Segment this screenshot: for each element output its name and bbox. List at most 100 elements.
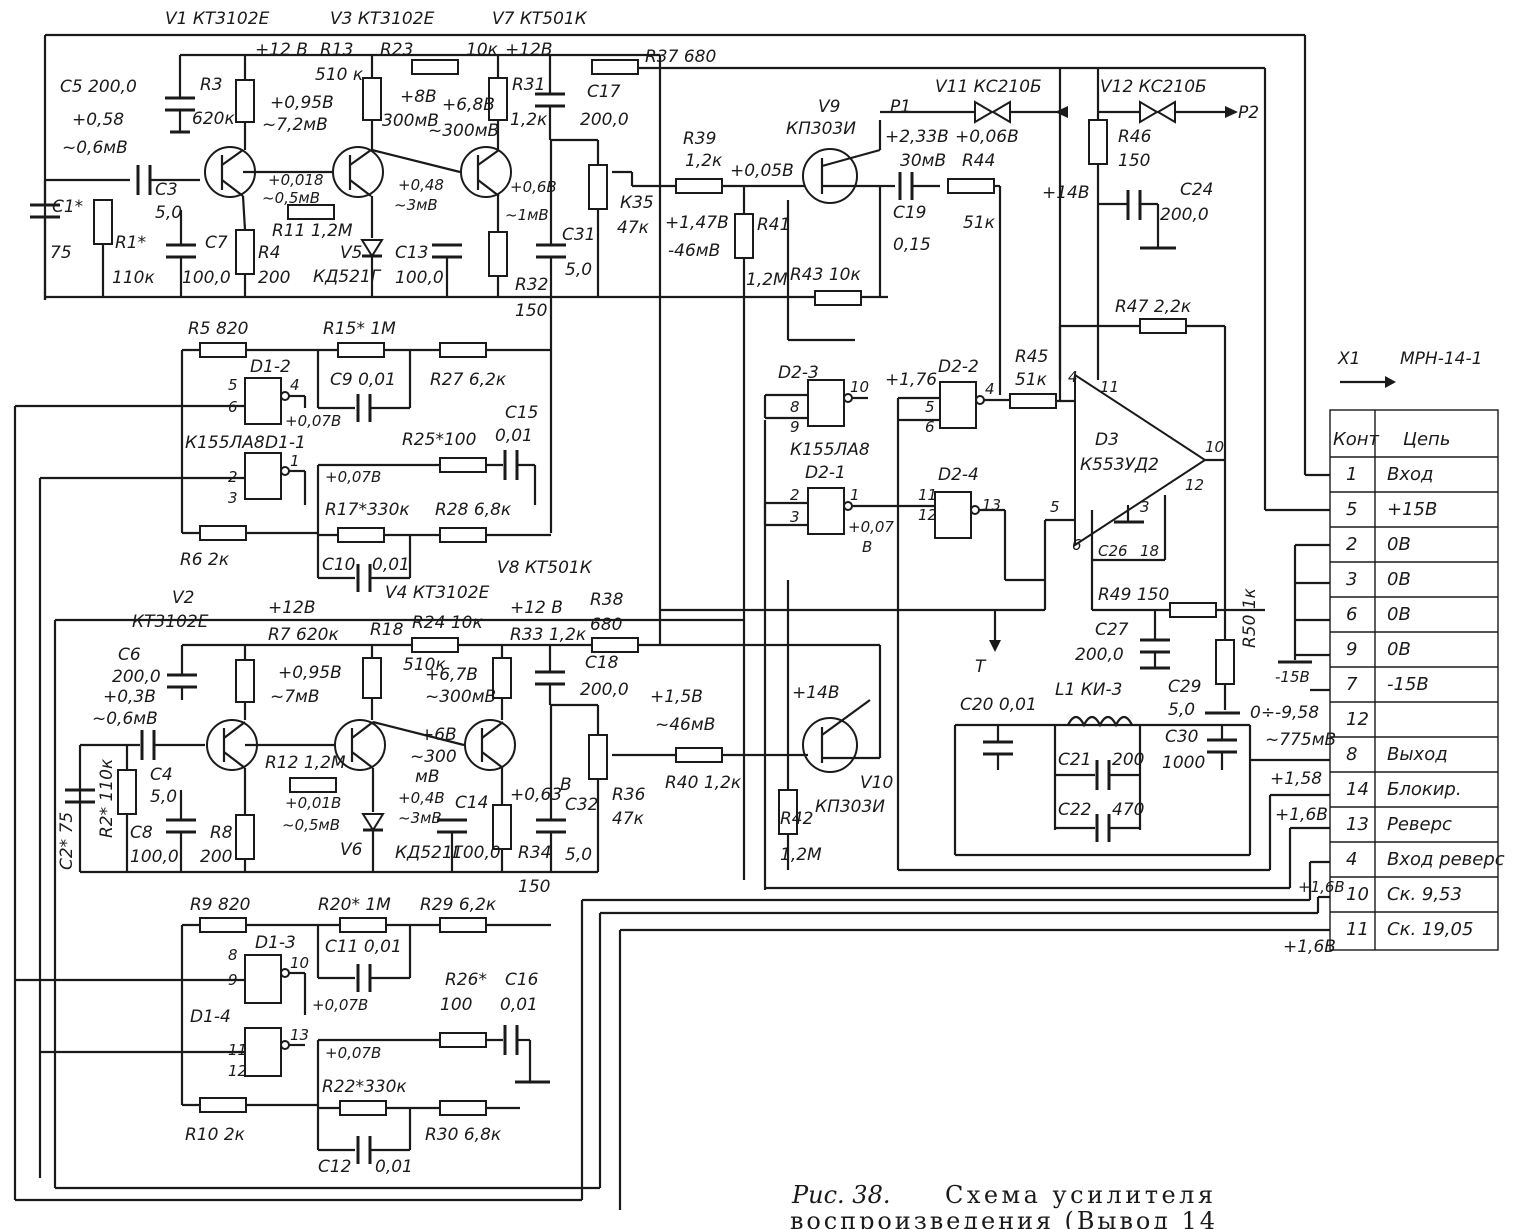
- label-l1: L1 КИ-3: [1055, 680, 1122, 700]
- label-v2-ac: ~7мВ: [270, 687, 320, 707]
- connector-net: Вход реверс: [1387, 849, 1505, 870]
- label-vin-ac: ~0,6мВ: [62, 138, 128, 158]
- label-r26-value: 100: [440, 995, 472, 1015]
- label-c29-value: 5,0: [1168, 700, 1195, 720]
- label-d1-4: D1-4: [190, 1007, 231, 1027]
- label-c18: C18: [585, 653, 619, 673]
- label-d2-1-out: +0,07: [848, 518, 894, 536]
- label-c22: C22: [1058, 800, 1092, 820]
- label-d2-4: D2-4: [938, 465, 979, 485]
- label-r10: R10 2к: [185, 1125, 246, 1145]
- label-d3-type: К553УД2: [1080, 455, 1159, 475]
- labels: V1 КТ3102Е V3 КТ3102Е V7 КТ501К V2 КТ310…: [50, 9, 1345, 1177]
- label-r47: R47 2,2к: [1115, 297, 1192, 317]
- label-c3: C3: [155, 180, 178, 200]
- bottom-channel: [15, 618, 1330, 1210]
- label-r46-value: 150: [1118, 151, 1150, 171]
- connector-pin: 2: [1346, 534, 1357, 555]
- connector-pin: 9: [1346, 639, 1357, 660]
- label-r28: R28 6,8к: [435, 500, 512, 520]
- label-c15: C15: [505, 403, 539, 423]
- label-v4: V4 КТ3102Е: [385, 583, 490, 603]
- label-r34-value: 150: [518, 877, 550, 897]
- label-r18: R18: [370, 620, 404, 640]
- label-r34: R34: [518, 843, 551, 863]
- label-v10-type: КП303И: [815, 797, 885, 817]
- top-channel: [30, 33, 1307, 645]
- svg-text:1: 1: [290, 452, 300, 470]
- label-vin2-ac: ~0,6мВ: [92, 709, 158, 729]
- svg-text:3: 3: [1140, 498, 1150, 516]
- svg-text:10: 10: [850, 378, 869, 396]
- label-r23-value: 10к: [466, 40, 499, 60]
- label-c32-value: 5,0: [565, 845, 592, 865]
- label-r2: R2* 110к: [97, 758, 117, 838]
- label-d1-1: D1-1: [265, 433, 306, 453]
- label-k35: К35: [620, 193, 654, 213]
- label-r36-value: 47к: [612, 809, 645, 829]
- connector-pin: 11: [1346, 919, 1369, 940]
- label-r41: R41: [757, 215, 790, 235]
- label-v11: V11 КС210Б: [935, 77, 1042, 97]
- label-output-range: 0÷-9,58: [1250, 703, 1319, 723]
- label-c6-value: 200,0: [112, 667, 161, 687]
- label-c14: C14: [455, 793, 489, 813]
- svg-text:13: 13: [290, 1026, 309, 1044]
- label-plus12-top: +12 В: [255, 40, 308, 60]
- label-d1-2: D1-2: [250, 357, 291, 377]
- label-k35-value: 47к: [617, 218, 650, 238]
- label-v5: V5: [340, 243, 362, 263]
- svg-text:12: 12: [228, 1062, 247, 1080]
- label-r5: R5 820: [188, 319, 248, 339]
- label-c24: C24: [1180, 180, 1214, 200]
- label-r50: R50 1к: [1240, 587, 1260, 648]
- label-d2-3: D2-3: [778, 363, 819, 383]
- label-c15-value: 0,01: [495, 426, 533, 446]
- connector-pin: 6: [1346, 604, 1357, 625]
- label-r37: R37 680: [645, 47, 716, 67]
- label-v8-ac: ~300: [410, 747, 457, 767]
- label-r6: R6 2к: [180, 550, 230, 570]
- label-blocking-voltage: +1,58: [1270, 769, 1322, 789]
- label-c8: C8: [130, 823, 153, 843]
- label-r12: R12 1,2М: [265, 753, 346, 773]
- svg-text:9: 9: [790, 418, 800, 436]
- label-plus12b-top: +12В: [505, 40, 553, 60]
- label-v3: V3 КТ3102Е: [330, 9, 435, 29]
- label-r23: R23: [380, 40, 413, 60]
- caption-line-2: воспроизведения (Вывод 14: [790, 1207, 1215, 1229]
- label-v6: V6: [340, 840, 363, 860]
- label-e4-ac: ~3мВ: [398, 809, 442, 827]
- label-plus12b-bottom: +12 В: [510, 598, 563, 618]
- label-k155la8-top: К155ЛА8: [185, 433, 265, 453]
- label-v9-gate: +0,05В: [730, 161, 794, 181]
- svg-text:11: 11: [1100, 378, 1119, 396]
- connector-designator: X1: [1337, 349, 1360, 369]
- label-r39-value: 1,2к: [685, 151, 723, 171]
- connector-net: Выход: [1387, 744, 1448, 765]
- connector-pin: 8: [1346, 744, 1357, 765]
- label-r38-value: 680: [590, 615, 622, 635]
- label-r45-value: 51к: [1015, 370, 1048, 390]
- svg-text:6: 6: [1072, 536, 1082, 554]
- label-r18-value: 510к: [403, 655, 446, 675]
- label-c24-value: 200,0: [1160, 205, 1209, 225]
- svg-text:2: 2: [228, 468, 238, 486]
- label-v3-ac: 300мВ: [382, 111, 439, 131]
- label-v3-dc: +8В: [400, 87, 437, 107]
- label-r46: R46: [1118, 127, 1152, 147]
- label-plus14-top: +14В: [1042, 183, 1090, 203]
- label-c2: C2* 75: [57, 812, 77, 870]
- label-r3-value: 620к: [192, 109, 235, 129]
- label-r20: R20* 1М: [318, 895, 391, 915]
- label-c16-value: 0,01: [500, 995, 538, 1015]
- connector-net: Реверс: [1387, 814, 1452, 835]
- label-c5: C5 200,0: [60, 77, 137, 97]
- label-r39: R39: [683, 129, 716, 149]
- label-d1-4-out: +0,07В: [325, 1044, 381, 1062]
- label-r44-dc: +0,06В: [955, 127, 1019, 147]
- label-v9-source-ac: 30мВ: [900, 151, 946, 171]
- label-v10-voltage: +14В: [792, 683, 840, 703]
- label-p1: P1: [890, 97, 911, 117]
